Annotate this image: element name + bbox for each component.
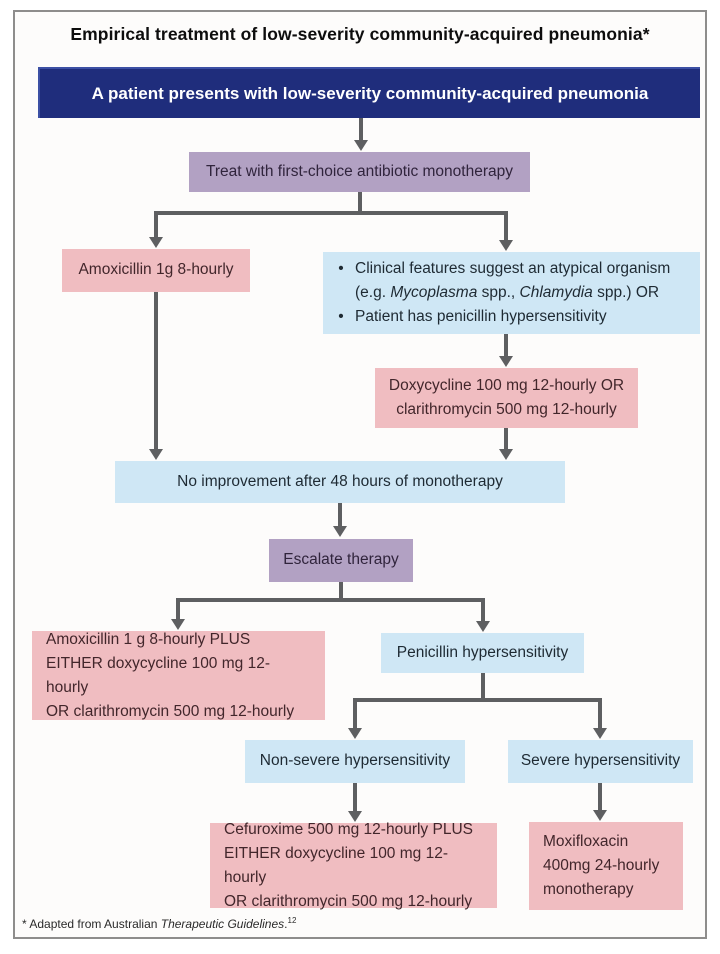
node-label: Escalate therapy [283,551,399,569]
connector-noimprovement-to-escalate [333,503,347,537]
node-lines: Moxifloxacin 400mg 24-hourly monotherapy [543,830,659,902]
connector-nonsevere-to-cefuroxime [348,783,362,822]
footnote-period: . [284,917,288,931]
node-lines: Doxycycline 100 mg 12-hourly OR clarithr… [389,374,624,422]
node-lines: Amoxicillin 1 g 8-hourly PLUS EITHER dox… [46,628,311,724]
figure-title: Empirical treatment of low-severity comm… [70,24,650,44]
start-banner-label: A patient presents with low-severity com… [91,83,649,103]
node-first-choice-monotherapy: Treat with first-choice antibiotic monot… [189,152,530,192]
node-line: EITHER doxycycline 100 mg 12-hourly [46,654,270,696]
connector-amoxicillin-to-noimprovement [149,292,163,460]
bullet-item-atypical: • Clinical features suggest an atypical … [335,257,688,305]
node-line: Moxifloxacin [543,833,629,850]
connector-escalate-split [171,582,490,632]
bullet-icon: • [338,260,344,277]
connector-atypical-to-doxy [499,334,513,367]
footnote: * Adapted from Australian Therapeutic Gu… [22,916,296,931]
node-amoxicillin-plus: Amoxicillin 1 g 8-hourly PLUS EITHER dox… [32,631,325,720]
footnote-reference-number: 12 [287,916,297,925]
start-banner: A patient presents with low-severity com… [38,67,700,118]
node-label: Severe hypersensitivity [520,752,681,770]
node-no-improvement: No improvement after 48 hours of monothe… [115,461,565,503]
footnote-text: * Adapted from Australian [22,917,161,931]
bullet-text: Clinical features suggest an atypical or… [355,257,688,305]
connector-severe-to-moxifloxacin [593,783,607,821]
node-atypical-or-hypersensitivity: • Clinical features suggest an atypical … [323,252,700,334]
bullet-list: • Clinical features suggest an atypical … [335,257,688,329]
footnote-source: Therapeutic Guidelines [160,917,285,931]
node-penicillin-hypersensitivity: Penicillin hypersensitivity [381,633,584,673]
bullet-text-part: Clinical features suggest an atypical or… [355,260,671,301]
node-line: Cefuroxime 500 mg 12-hourly PLUS [224,820,473,838]
node-label: Treat with first-choice antibiotic monot… [206,162,513,180]
node-line: OR clarithromycin 500 mg 12-hourly [46,702,295,720]
node-doxycycline-clarithromycin: Doxycycline 100 mg 12-hourly OR clarithr… [375,368,638,428]
node-line: Amoxicillin 1 g 8-hourly PLUS [46,630,251,648]
bullet-icon: • [338,308,344,325]
node-line: OR clarithromycin 500 mg 12-hourly [224,892,473,910]
node-lines: Cefuroxime 500 mg 12-hourly PLUS EITHER … [224,818,483,914]
connector-doxy-to-noimprovement [499,428,513,460]
bullet-item-penicillin: • Patient has penicillin hypersensitivit… [335,305,688,329]
organism-name: Mycoplasma [390,284,478,301]
connector-treat-split [149,192,513,251]
node-label: Penicillin hypersensitivity [396,643,569,661]
node-label: Non-severe hypersensitivity [259,752,451,770]
node-severe-hypersensitivity: Severe hypersensitivity [508,740,693,783]
node-moxifloxacin: Moxifloxacin 400mg 24-hourly monotherapy [529,822,683,910]
connector-banner-to-treat [354,118,368,151]
bullet-text-part: spp., [477,284,520,301]
node-line: EITHER doxycycline 100 mg 12-hourly [224,844,448,886]
node-label: No improvement after 48 hours of monothe… [177,472,503,490]
node-line: Doxycycline 100 mg 12-hourly OR [388,377,625,394]
node-cefuroxime-plus: Cefuroxime 500 mg 12-hourly PLUS EITHER … [210,821,497,910]
bullet-text-part: spp.) OR [592,284,660,301]
bullet-text: Patient has penicillin hypersensitivity [355,308,607,325]
node-line: 400mg 24-hourly [543,857,660,874]
node-line: clarithromycin 500 mg 12-hourly [396,401,617,418]
connector-penicillin-split [348,673,607,739]
node-label: Amoxicillin 1g 8-hourly [78,261,234,279]
organism-name: Chlamydia [519,284,593,301]
node-nonsevere-hypersensitivity: Non-severe hypersensitivity [245,740,465,783]
node-line: monotherapy [543,881,634,898]
node-amoxicillin: Amoxicillin 1g 8-hourly [62,249,250,292]
node-escalate-therapy: Escalate therapy [269,539,413,582]
